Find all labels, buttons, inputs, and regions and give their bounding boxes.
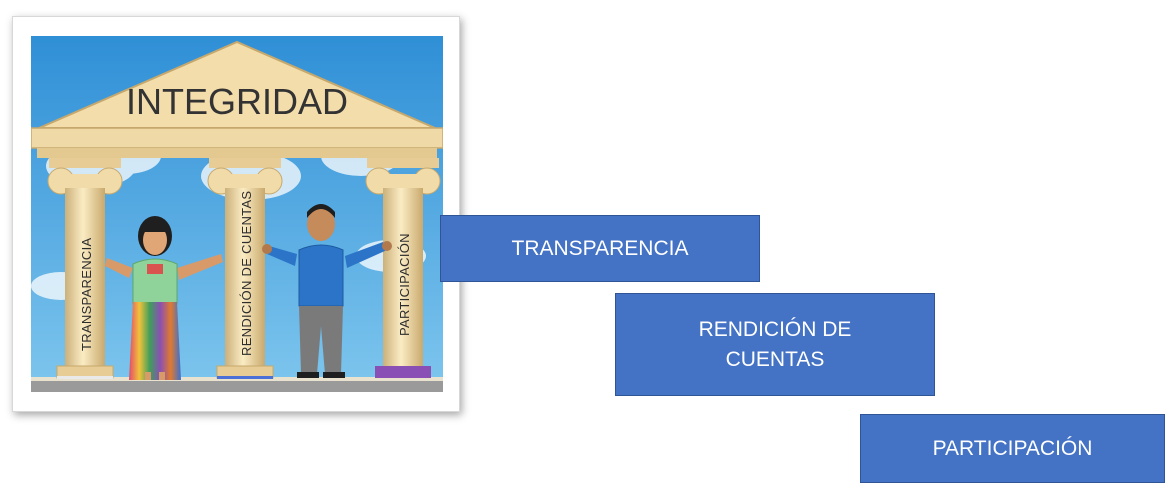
temple-illustration: INTEGRIDAD TRANSPARENCIA RENDICIÓN DE CU… — [31, 36, 443, 392]
pillar-middle: RENDICIÓN DE CUENTAS — [207, 158, 283, 379]
roof-title: INTEGRIDAD — [126, 81, 348, 122]
rendicion-de-cuentas-box-label: RENDICIÓN DE CUENTAS — [698, 317, 852, 371]
pillar-left: TRANSPARENCIA — [47, 158, 123, 379]
participacion-box: PARTICIPACIÓN — [860, 414, 1165, 483]
participacion-box-label: PARTICIPACIÓN — [932, 436, 1093, 460]
transparencia-box: TRANSPARENCIA — [440, 215, 760, 282]
roof-entablature — [31, 127, 443, 149]
rendicion-de-cuentas-box: RENDICIÓN DE CUENTAS — [615, 293, 935, 396]
transparencia-box-label: TRANSPARENCIA — [511, 236, 689, 260]
pillar-middle-label: RENDICIÓN DE CUENTAS — [239, 191, 254, 356]
integrity-illustration-frame: INTEGRIDAD TRANSPARENCIA RENDICIÓN DE CU… — [12, 16, 460, 412]
man-figure — [262, 204, 392, 378]
floor — [31, 380, 443, 392]
pillar-right-label: PARTICIPACIÓN — [397, 233, 412, 336]
woman-figure — [105, 216, 223, 380]
pillar-left-label: TRANSPARENCIA — [79, 238, 94, 351]
pillar-right: PARTICIPACIÓN — [365, 158, 441, 378]
